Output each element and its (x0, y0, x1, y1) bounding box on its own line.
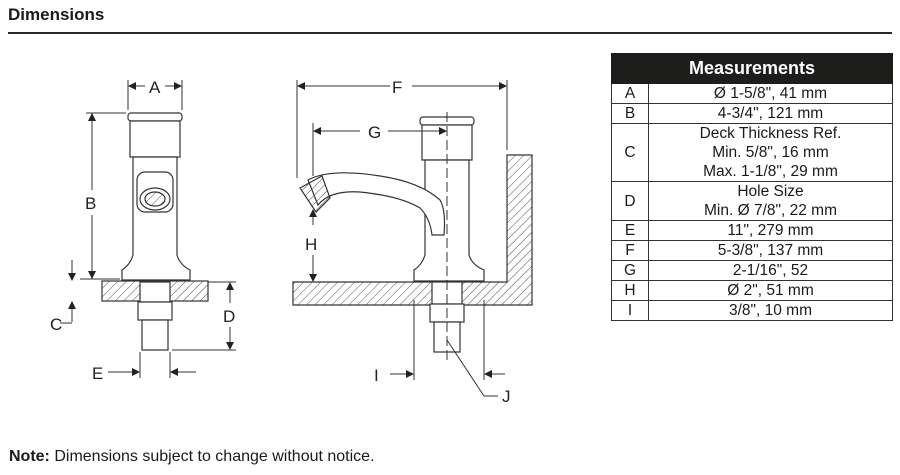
faucet-dimension-drawing: A B C D E (50, 78, 533, 406)
row-value-line: Max. 1-1/8", 29 mm (703, 163, 838, 180)
table-row: A Ø 1-5/8", 41 mm (611, 83, 893, 104)
table-row: G 2-1/16", 52 (611, 260, 893, 281)
row-value-line: Min. 5/8", 16 mm (712, 144, 829, 161)
row-value-line: Deck Thickness Ref. (699, 125, 842, 142)
row-value-line: 5-3/8", 137 mm (717, 242, 824, 259)
row-value-line: Min. Ø 7/8", 22 mm (704, 202, 837, 219)
row-key: A (611, 83, 649, 104)
row-value-line: 2-1/16", 52 (732, 262, 809, 279)
table-title: Measurements (611, 53, 893, 84)
label-b: B (85, 194, 96, 213)
table-row: B 4-3/4", 121 mm (611, 103, 893, 124)
table-row: E 11", 279 mm (611, 220, 893, 241)
label-h: H (305, 235, 317, 254)
row-value: Ø 2", 51 mm (648, 280, 893, 301)
row-key: C (611, 123, 649, 182)
row-value: 4-3/4", 121 mm (648, 103, 893, 124)
label-e: E (92, 364, 103, 383)
label-a: A (149, 78, 161, 97)
table-row: C Deck Thickness Ref. Min. 5/8", 16 mm Max.… (611, 123, 893, 182)
footer-note: Note: Dimensions subject to change witho… (9, 448, 375, 466)
label-f: F (392, 78, 402, 97)
row-key: D (611, 181, 649, 221)
side-view (292, 112, 533, 362)
table-row: I 3/8", 10 mm (611, 300, 893, 321)
row-value-line: 3/8", 10 mm (728, 302, 813, 319)
label-d: D (223, 307, 235, 326)
front-view (101, 112, 209, 351)
side-deck (292, 154, 533, 306)
label-i: I (374, 366, 379, 385)
row-value-line: Hole Size (737, 183, 804, 200)
row-value: Deck Thickness Ref. Min. 5/8", 16 mm Max. … (648, 123, 893, 182)
row-value-line: 11", 279 mm (727, 222, 814, 239)
measurements-table: Measurements A Ø 1-5/8", 41 mm B 4-3/4", 12… (611, 53, 893, 321)
row-value-line: Ø 1-5/8", 41 mm (713, 85, 828, 102)
front-handle-cap (127, 112, 183, 122)
row-value: 11", 279 mm (648, 220, 893, 241)
row-value: Ø 1-5/8", 41 mm (648, 83, 893, 104)
row-value-line: Ø 2", 51 mm (727, 282, 814, 299)
row-key: H (611, 280, 649, 301)
row-key: I (611, 300, 649, 321)
spout (307, 172, 446, 236)
row-key: F (611, 240, 649, 261)
row-key: G (611, 260, 649, 281)
table-row: H Ø 2", 51 mm (611, 280, 893, 301)
label-c: C (50, 315, 62, 334)
row-value: 3/8", 10 mm (648, 300, 893, 321)
row-value: 2-1/16", 52 (648, 260, 893, 281)
row-key: E (611, 220, 649, 241)
row-value-line: 4-3/4", 121 mm (717, 105, 824, 122)
row-value: 5-3/8", 137 mm (648, 240, 893, 261)
section-title: Dimensions (8, 5, 105, 24)
table-row: F 5-3/8", 137 mm (611, 240, 893, 261)
row-key: B (611, 103, 649, 124)
note-text: Dimensions subject to change without not… (49, 448, 375, 465)
note-label: Note: (9, 448, 50, 465)
title-divider (8, 32, 892, 34)
label-g: G (368, 123, 381, 142)
label-j: J (502, 387, 511, 406)
